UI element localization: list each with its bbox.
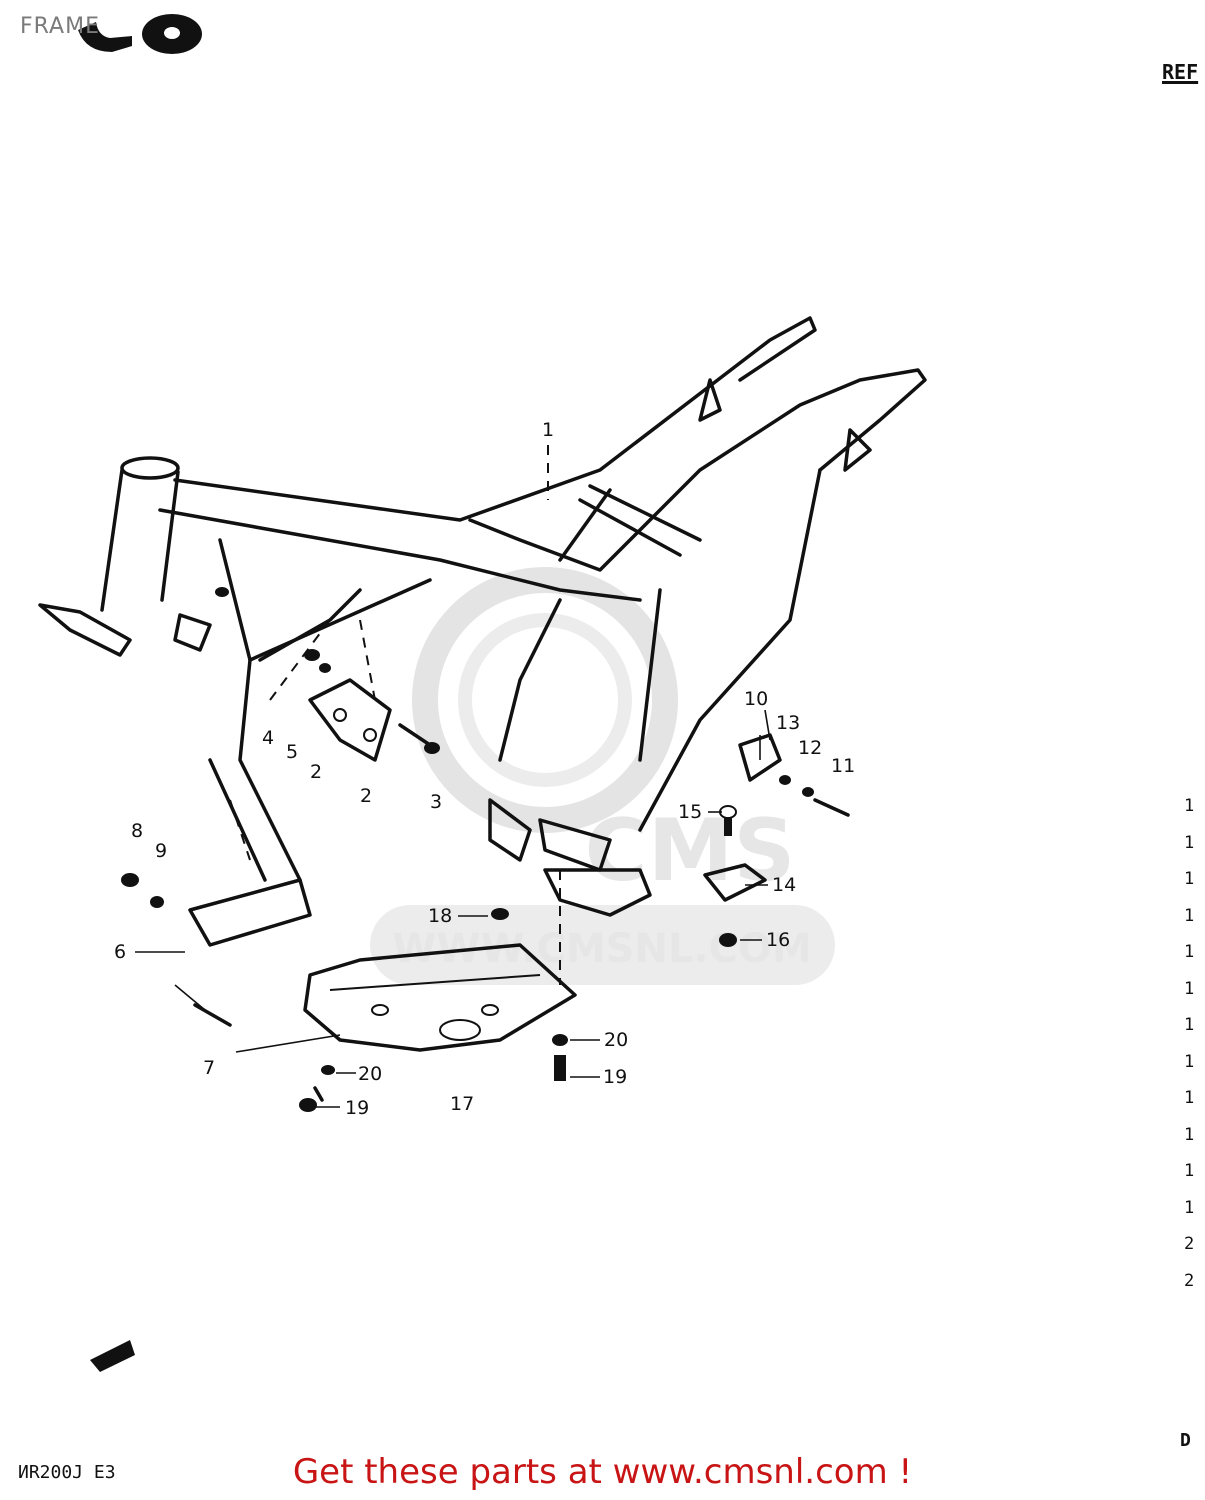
callout-7: 7: [203, 1057, 215, 1079]
callout-13: 13: [776, 712, 800, 734]
edge-mark: 1: [1184, 1124, 1195, 1145]
callout-11: 11: [831, 755, 855, 777]
callout-4: 4: [262, 727, 274, 749]
callout-labels: 1 2 2 3 4 5 6 7 8 9 10 11 12 13 14 15 16…: [114, 419, 855, 1119]
callout-12: 12: [798, 737, 822, 759]
page-marker: D: [1180, 1430, 1191, 1451]
frame-main-assembly: [38, 316, 927, 947]
edge-mark: 2: [1184, 1234, 1195, 1254]
engine-mount-brackets: [304, 649, 440, 762]
edge-mark: 1: [1184, 796, 1195, 816]
edge-mark: 1: [1184, 905, 1195, 926]
edge-mark: 2: [1184, 1270, 1195, 1291]
callout-20: 20: [604, 1029, 628, 1051]
callout-8: 8: [131, 820, 143, 842]
callout-20b: 20: [358, 1063, 382, 1085]
callout-9: 9: [155, 840, 167, 862]
footer-banner-link[interactable]: Get these parts at www.cmsnl.com !: [292, 1452, 913, 1492]
edge-mark: 1: [1184, 1161, 1195, 1181]
callout-19b: 19: [345, 1097, 369, 1119]
edge-mark: 1: [1184, 869, 1195, 889]
watermark-text: WWW.CMSNL.COM: [392, 926, 812, 972]
small-fasteners: [90, 587, 850, 1372]
edge-mark: 1: [1184, 1088, 1195, 1108]
callout-6: 6: [114, 941, 126, 963]
ref-label: REF: [1162, 60, 1199, 84]
callout-17: 17: [450, 1093, 474, 1115]
edge-mark: 1: [1184, 942, 1195, 962]
callout-10: 10: [744, 688, 768, 710]
callout-19: 19: [603, 1066, 627, 1088]
callout-1: 1: [542, 419, 554, 441]
skid-plate-part-17: [303, 943, 577, 1052]
edge-mark: 1: [1184, 978, 1195, 999]
edge-mark: 1: [1184, 832, 1195, 853]
edge-mark: 1: [1184, 1197, 1195, 1218]
edge-marks-column: 1 1 1 1 1 1 1 1 1 1 1 1 2 2: [1184, 788, 1204, 1299]
page-title: FRAME: [20, 14, 100, 39]
header-blob-graphic: [78, 14, 202, 54]
callout-14: 14: [772, 874, 796, 896]
callout-2b: 2: [360, 785, 372, 807]
callout-18: 18: [428, 905, 452, 927]
callout-5: 5: [286, 741, 298, 763]
callout-15: 15: [678, 801, 702, 823]
callout-3: 3: [430, 791, 442, 813]
callout-16: 16: [766, 929, 790, 951]
leader-lines: [135, 709, 771, 1108]
edge-mark: 1: [1184, 1051, 1195, 1072]
model-code: ИR200J E3: [18, 1462, 116, 1483]
callout-2: 2: [310, 761, 322, 783]
guide-lines: [229, 445, 561, 985]
edge-mark: 1: [1184, 1015, 1195, 1035]
